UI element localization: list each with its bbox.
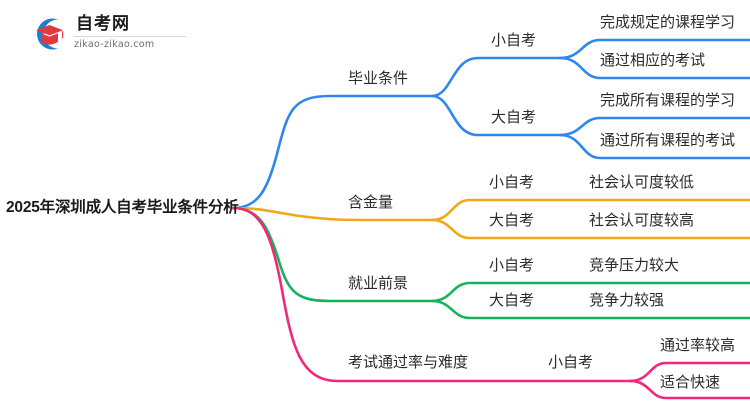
sub-label-hanjinliang-xiaozikao[interactable]: 小自考 — [489, 174, 535, 191]
edge-root-to-hanjinliang — [231, 206, 434, 222]
sub-label-biyetiaojian-dazikao[interactable]: 大自考 — [491, 109, 537, 126]
leaf-label-xiaozikao-course-study[interactable]: 完成规定的课程学习 — [600, 14, 736, 31]
root-node-label[interactable]: 2025年深圳成人自考毕业条件分析 — [6, 199, 239, 216]
logo-name-cn: 自考网 — [76, 14, 130, 33]
sub-label-biyetiaojian-xiaozikao[interactable]: 小自考 — [491, 32, 537, 49]
sub-label-jiuyeqianjing-dazikao[interactable]: 大自考 — [489, 292, 535, 309]
leaf-label-jiuye-xiaozikao-pressure[interactable]: 竞争压力较大 — [589, 257, 680, 274]
leaf-label-dazikao-all-course-exam[interactable]: 通过所有课程的考试 — [600, 132, 736, 149]
leaf-label-hanjinliang-xiaozikao-recognition[interactable]: 社会认可度较低 — [589, 174, 695, 191]
logo-divider — [74, 36, 186, 37]
leaf-label-xiaozikao-pass-exam[interactable]: 通过相应的考试 — [600, 52, 706, 69]
branch-label-jiuyeqianjing[interactable]: 就业前景 — [348, 275, 409, 292]
leaf-label-kaoshi-fast-track[interactable]: 适合快速 — [660, 374, 721, 391]
sub-label-hanjinliang-dazikao[interactable]: 大自考 — [489, 212, 535, 229]
sub-label-jiuyeqianjing-xiaozikao[interactable]: 小自考 — [489, 257, 535, 274]
logo-url: zikao-zikao.com — [74, 39, 155, 50]
edge-biyetiaojian-to-xiaozikao — [430, 56, 562, 98]
leaf-label-dazikao-all-course-study[interactable]: 完成所有课程的学习 — [600, 92, 736, 109]
branch-label-biyetiaojian[interactable]: 毕业条件 — [348, 70, 409, 87]
branch-label-hanjinliang[interactable]: 含金量 — [348, 194, 394, 211]
logo-text-block: 自考网 zikao-zikao.com — [74, 14, 186, 53]
leaf-label-jiuye-dazikao-competitiveness[interactable]: 竞争力较强 — [589, 292, 665, 309]
graduation-cap-circle-icon — [28, 14, 70, 54]
branch-label-kaoshitongguolv[interactable]: 考试通过率与难度 — [348, 354, 469, 371]
sub-label-kaoshi-xiaozikao[interactable]: 小自考 — [548, 354, 594, 371]
site-logo: 自考网 zikao-zikao.com — [28, 10, 188, 58]
edge-root-to-biyetiaojian — [231, 94, 434, 210]
leaf-label-hanjinliang-dazikao-recognition[interactable]: 社会认可度较高 — [589, 212, 695, 229]
leaf-label-kaoshi-high-pass-rate[interactable]: 通过率较高 — [660, 337, 736, 354]
